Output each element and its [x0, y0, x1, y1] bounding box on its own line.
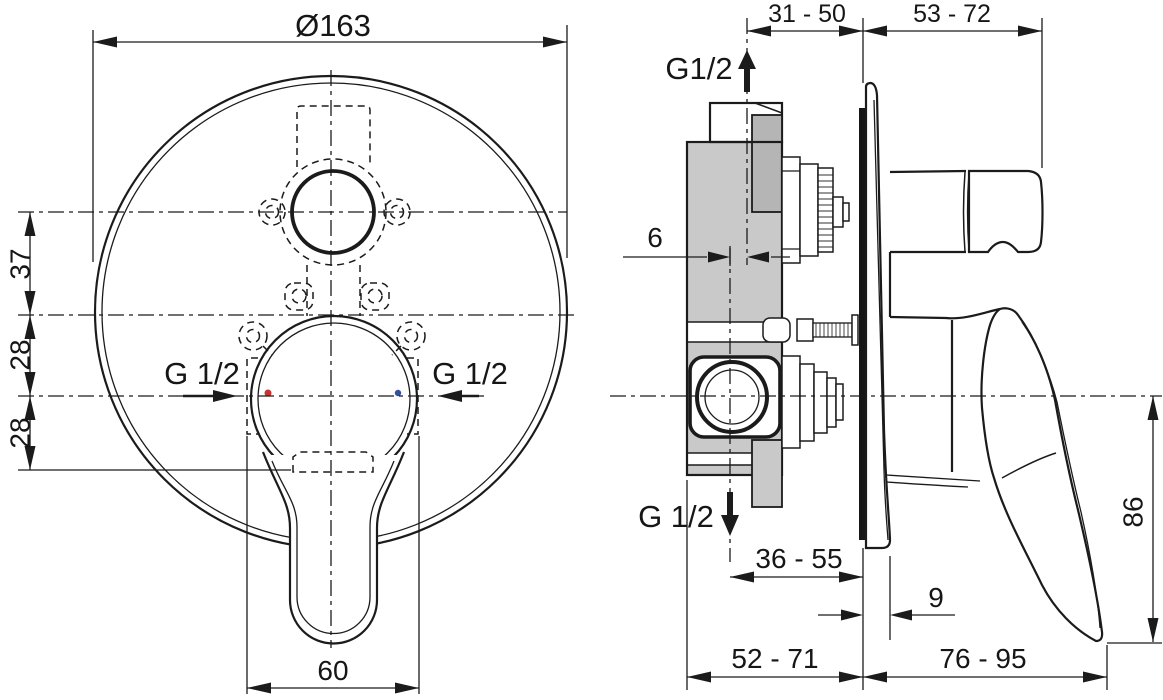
valve-lug-left-hole: [245, 328, 261, 344]
dim-76-95-label: 76 - 95: [939, 643, 1026, 674]
dim-6-label: 6: [647, 222, 663, 253]
fixing-screw: [762, 314, 859, 346]
dim-37-label: 37: [5, 248, 36, 279]
valve-lug-right: [396, 321, 426, 351]
handle-lever-side: [980, 307, 1104, 643]
top-outlet-callout: G1/2: [665, 50, 756, 92]
handle-lever-mask: [263, 455, 404, 644]
dim-86-label: 86: [1118, 496, 1149, 527]
bottom-outlet-callout: G 1/2: [638, 492, 739, 536]
outlet-lug-right-hole: [389, 204, 405, 220]
dim-9-label: 9: [928, 582, 944, 613]
outlet-boss-dashed-rect: [296, 105, 371, 167]
dim-9: 9: [818, 556, 955, 640]
dim-28a-label: 28: [5, 339, 36, 370]
recess-bracket-left: [246, 357, 258, 435]
dim-60: 60: [246, 436, 420, 694]
fixing-lug-left: [284, 282, 314, 311]
spindle-extension: [781, 355, 844, 449]
dim-top-row: 31 - 50 53 - 72: [747, 0, 1043, 168]
valve-lug-left: [238, 321, 268, 351]
valve-lug-right-hole: [403, 328, 419, 344]
escutcheon-plate-inner-line: [873, 99, 889, 541]
body-white-band-upper: [687, 322, 782, 342]
wall-seal-bar: [859, 108, 866, 540]
dim-6: 6: [623, 222, 790, 266]
adjustment-sleeve: [751, 114, 783, 213]
dim-diameter: Ø163: [92, 8, 568, 262]
fixing-lug-left-hole: [291, 288, 307, 304]
dim-36-55-label: 36 - 55: [755, 543, 842, 574]
inlet-right-label: G 1/2: [432, 356, 508, 391]
fixing-lug-right-hole: [367, 288, 383, 304]
dim-vertical-chain: 37 28 28: [5, 212, 36, 470]
inlet-right-callout: G 1/2: [432, 356, 508, 402]
lever-outline-right: [375, 451, 406, 600]
lever-inner-right: [369, 460, 395, 597]
dim-28b-label: 28: [5, 417, 36, 448]
cartridge-stack: [781, 156, 850, 264]
dim-31-50-label: 31 - 50: [768, 0, 846, 28]
bottom-outlet-bore-inner: [704, 369, 760, 425]
cold-indicator-dot: [394, 389, 402, 397]
lever-outline-bottom: [288, 599, 379, 645]
handle-knob-inner: [257, 322, 411, 476]
hot-indicator-dot: [264, 389, 272, 397]
handle-hub: [889, 169, 1044, 254]
inlet-left-callout: G 1/2: [164, 356, 240, 402]
body-white-band-lower: [687, 453, 752, 465]
handle-end-cap: [967, 169, 1044, 254]
front-view: Ø163 37 28 28 G 1/2 G 1/2: [5, 8, 577, 694]
side-view: 31 - 50 53 - 72 G1/2 6 G 1/2: [610, 0, 1162, 690]
fixing-lug-right: [360, 282, 390, 311]
dim-36-55: 36 - 55: [730, 543, 863, 583]
top-outlet-thread-label: G1/2: [665, 51, 732, 86]
lever-outline-left: [261, 451, 292, 600]
dim-53-72-label: 53 - 72: [913, 0, 991, 28]
dim-52-71-label: 52 - 71: [731, 643, 818, 674]
body-lower-tab: [751, 439, 783, 508]
lever-base-dashed-rect: [292, 451, 374, 473]
escutcheon-plate: [864, 81, 892, 550]
valve-body-outline: [685, 140, 784, 477]
outlet-lug-left-hole: [264, 204, 280, 220]
inlet-left-label: G 1/2: [164, 356, 240, 391]
dim-bottom-row: 52 - 71 76 - 95: [686, 480, 1108, 690]
dim-60-label: 60: [317, 655, 348, 686]
bottom-outlet-thread-label: G 1/2: [638, 499, 714, 534]
lever-inner-bottom: [296, 596, 371, 635]
diameter-label: Ø163: [295, 8, 371, 43]
bottom-outlet-bore: [695, 360, 769, 434]
dim-86: 86: [1107, 396, 1162, 644]
